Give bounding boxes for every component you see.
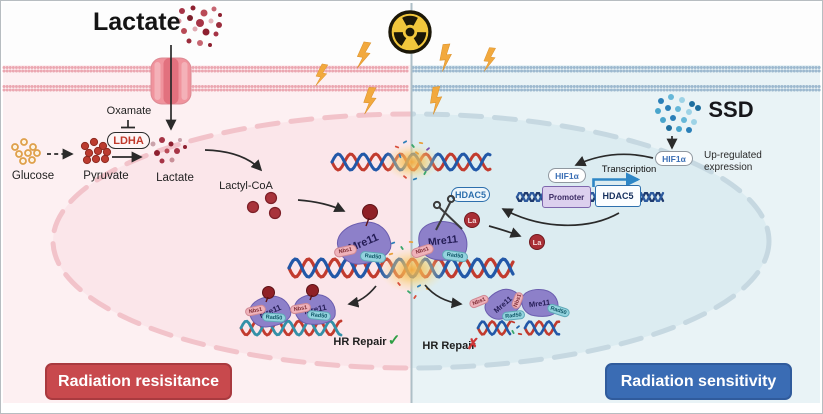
oxamate-label: Oxamate [106,105,152,117]
lactyl-coa-label: Lactyl-CoA [219,180,273,192]
up-regulated-line1: Up-regulated [704,150,762,161]
lactyl-group-icon [306,284,319,297]
radiation-sensitivity-banner: Radiation sensitivity [605,363,792,400]
lactate-label: Lactate [156,172,194,184]
up-regulated-label: Up-regulated expression [704,150,789,173]
glucose-label: Glucose [11,170,55,182]
rad50-tag: Rad50 [501,309,526,322]
radiation-resistance-banner: Radiation resisitance [45,363,232,400]
lactate-title: Lactate [93,8,181,36]
hdac5-gene-box: HDAC5 [595,185,641,207]
check-icon: ✓ [387,332,401,349]
up-regulated-line2: expression [704,161,753,173]
lactyl-group-icon [262,286,275,299]
la-lactylation-free: La [529,234,545,250]
promoter-box: Promoter [542,186,591,208]
cross-icon: ✗ [466,336,480,353]
la-lactylation-cut: La [464,212,480,228]
rad50-tag: Rad50 [261,312,287,323]
hr-repair-label-left: HR Repair [333,336,387,348]
hif1a-at-promoter: HIF1α [548,168,586,183]
ssd-label: SSD [708,97,754,122]
mre11-dissociated-2: Mre11 [518,285,562,321]
pyruvate-label: Pyruvate [83,170,129,182]
hdac5-protein: HDAC5 [451,187,490,202]
transcription-label: Transcription [601,164,657,175]
hif1a-protein: HIF1α [655,151,693,166]
ldha-enzyme: LDHA [107,132,150,149]
lactyl-group-icon [362,204,378,220]
